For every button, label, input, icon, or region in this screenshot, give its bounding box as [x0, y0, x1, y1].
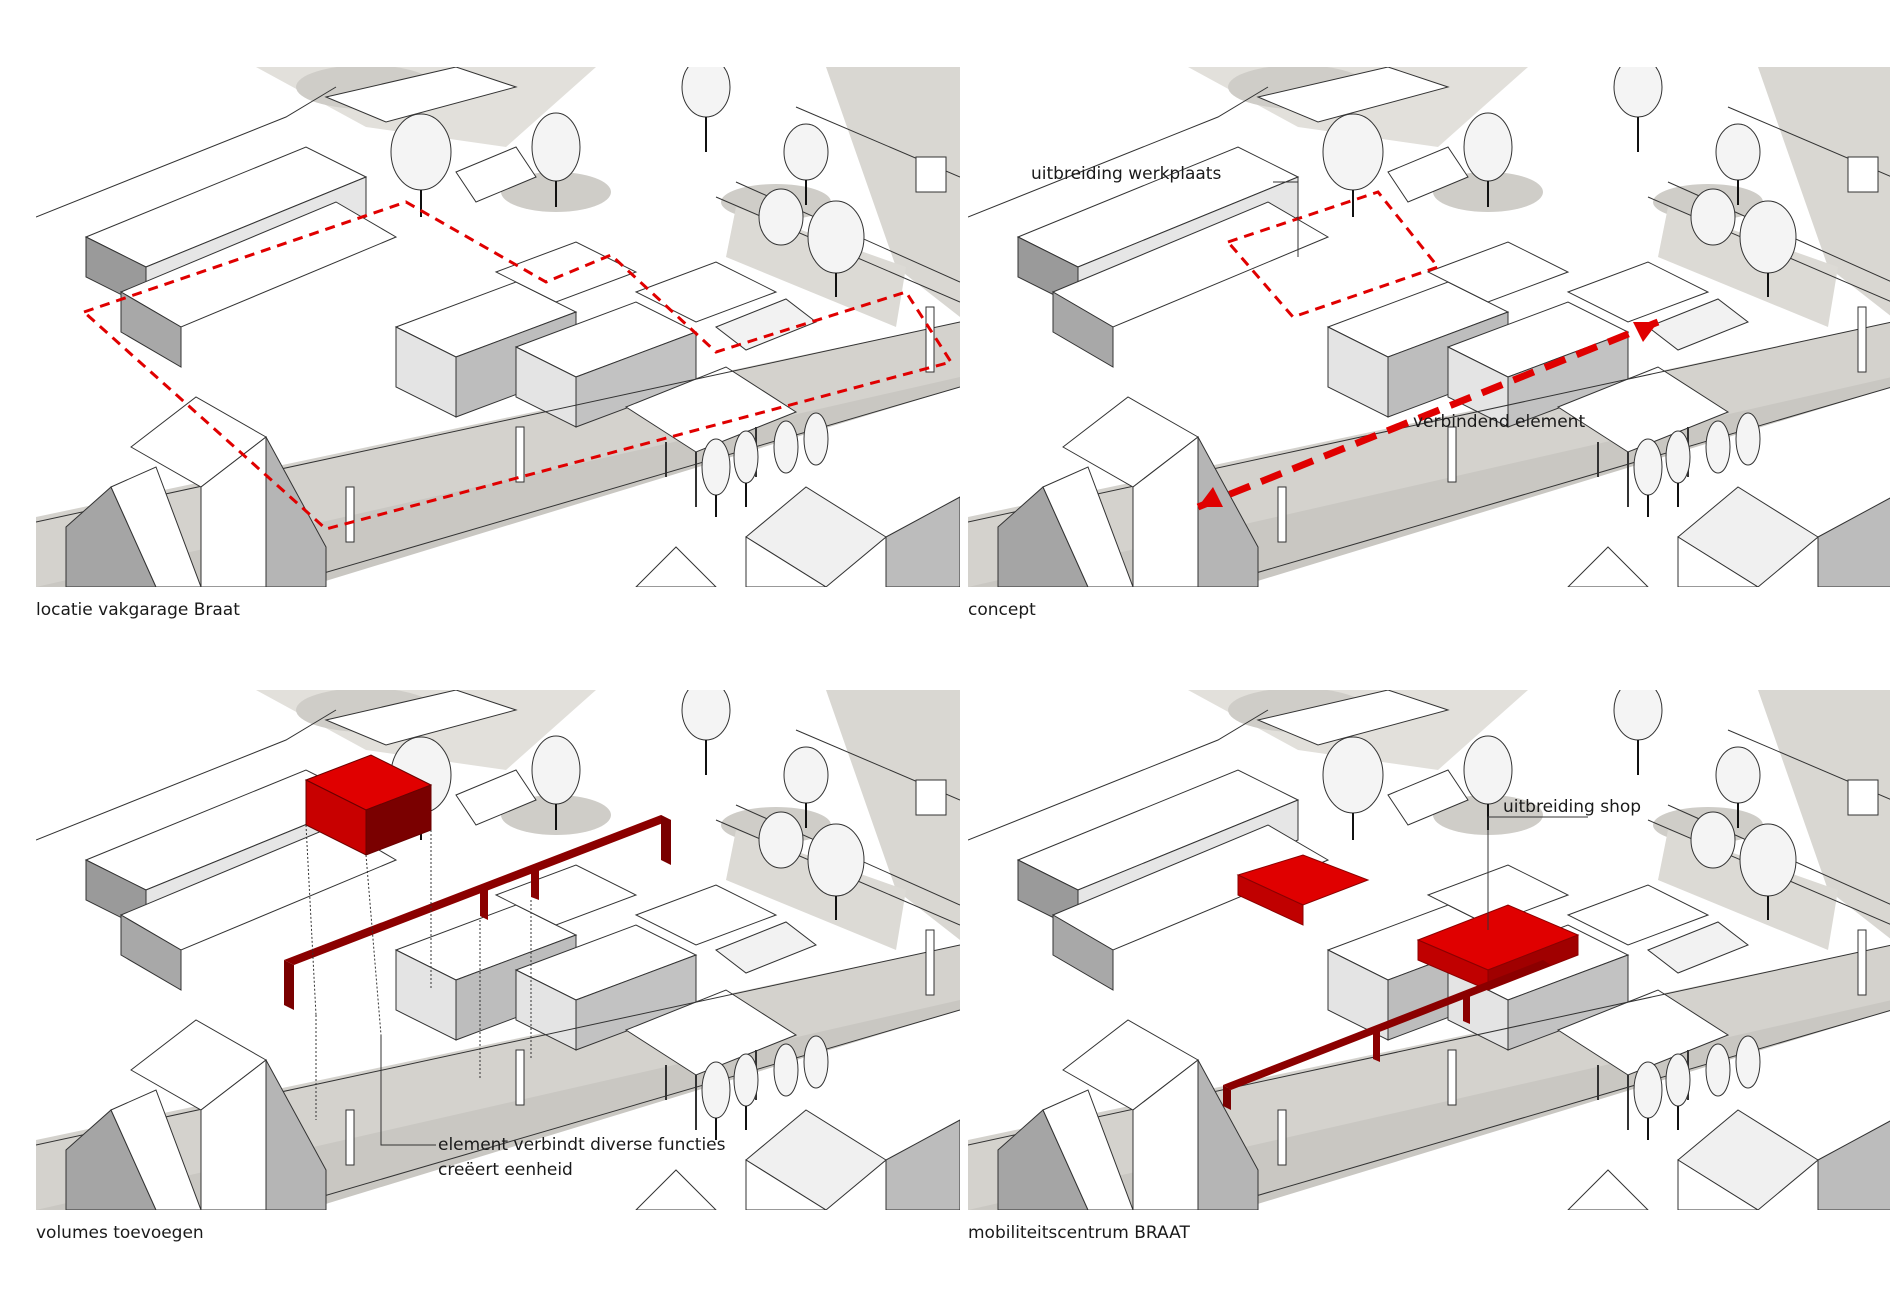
- caption-panel-4: mobiliteitscentrum BRAAT: [968, 1223, 1190, 1243]
- connecting-beam-final: [1223, 960, 1551, 1110]
- shop-extension-red: [1416, 904, 1580, 991]
- panel-add-volumes: element verbindt diverse functies creëer…: [36, 690, 960, 1210]
- caption-panel-3: volumes toevoegen: [36, 1223, 204, 1243]
- leader-shop: [1487, 816, 1588, 930]
- leader-element: [380, 1035, 436, 1146]
- panel-concept: uitbreiding werkplaats verbindend elemen…: [968, 67, 1890, 587]
- panel-location: [36, 67, 960, 587]
- label-uitbreiding-werkplaats: uitbreiding werkplaats: [1031, 164, 1221, 184]
- connecting-beam: [284, 815, 671, 1010]
- leader-werkplaats: [1273, 181, 1299, 257]
- label-verbindend-element: verbindend element: [1413, 412, 1585, 432]
- arrowhead-right: [1633, 322, 1658, 342]
- arrowhead-left: [1198, 487, 1223, 507]
- label-element-verbindt: element verbindt diverse functies: [438, 1135, 726, 1155]
- workshop-extension-outline: [1225, 190, 1441, 319]
- connecting-element-arrow: [1196, 318, 1660, 511]
- axonometric-drawing-concept: uitbreiding werkplaats verbindend elemen…: [968, 67, 1890, 587]
- caption-panel-1: locatie vakgarage Braat: [36, 600, 240, 620]
- axonometric-drawing-volumes: element verbindt diverse functies creëer…: [36, 690, 960, 1210]
- axonometric-drawing-location: [36, 67, 960, 587]
- label-uitbreiding-shop: uitbreiding shop: [1503, 797, 1641, 817]
- workshop-extension-red: [1236, 854, 1370, 926]
- site-boundary: [82, 200, 954, 531]
- label-creeert-eenheid: creëert eenheid: [438, 1160, 573, 1180]
- axonometric-drawing-final: uitbreiding shop: [968, 690, 1890, 1210]
- added-volume-red: [304, 754, 433, 856]
- panel-mobility-centre: uitbreiding shop: [968, 690, 1890, 1210]
- projection-lines: [305, 824, 532, 1120]
- caption-panel-2: concept: [968, 600, 1036, 620]
